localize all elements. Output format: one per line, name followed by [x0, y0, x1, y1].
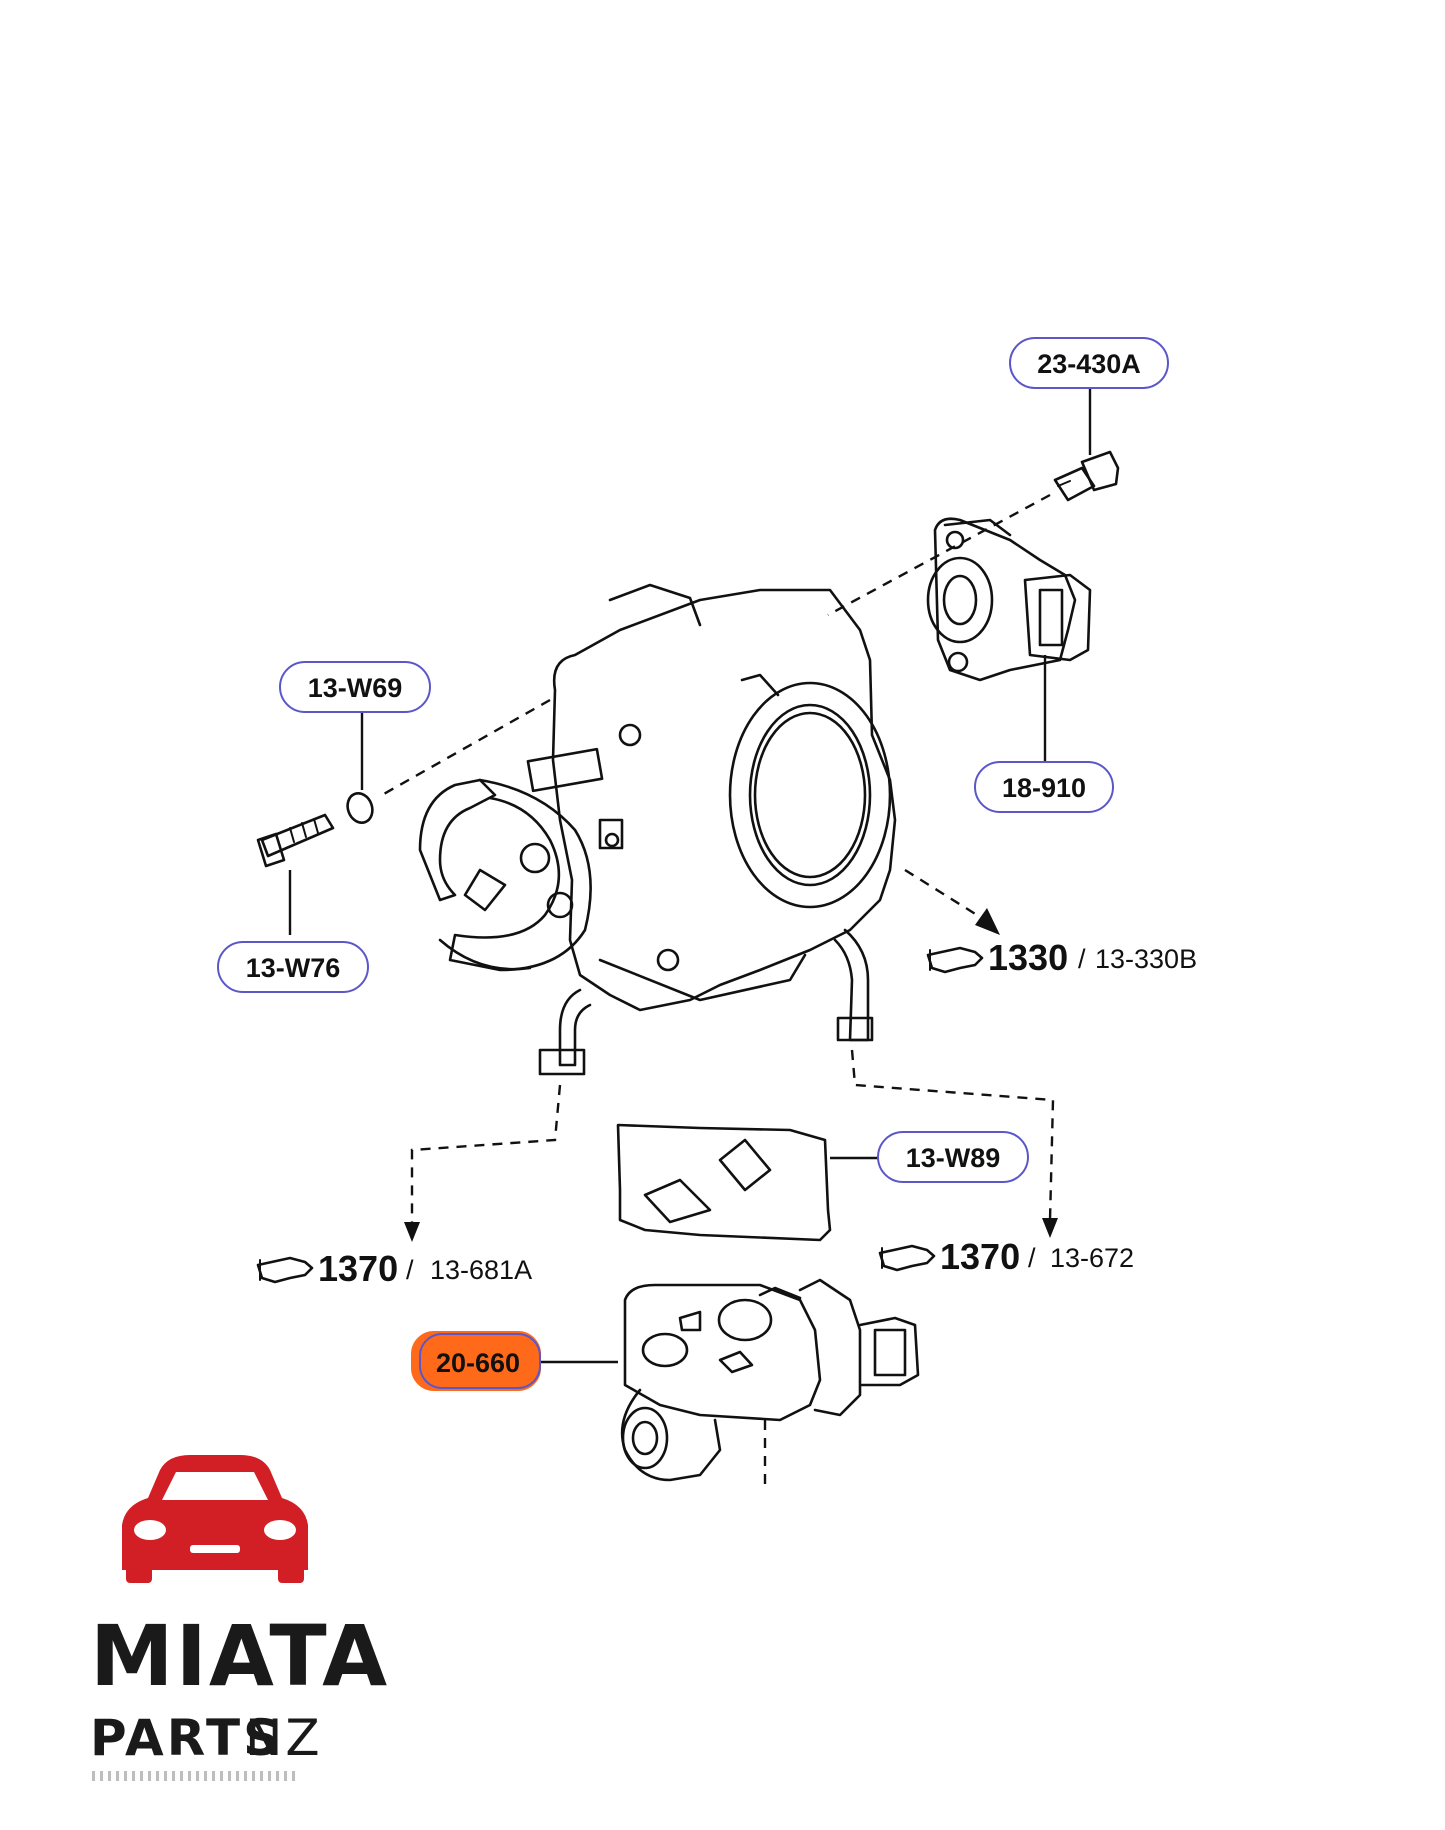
- throttle-body: [526, 583, 897, 1076]
- svg-text:/: /: [1078, 944, 1086, 974]
- svg-text:13-W69: 13-W69: [308, 673, 403, 703]
- pointing-hand-icon: [878, 1244, 936, 1272]
- o-ring: [346, 792, 374, 824]
- svg-text:13-330B: 13-330B: [1095, 944, 1197, 974]
- svg-text:NZ: NZ: [245, 1709, 323, 1767]
- ref-1330[interactable]: 1330 / 13-330B: [926, 937, 1197, 978]
- ref-1370-a[interactable]: 1370 / 13-681A: [256, 1248, 532, 1289]
- svg-text:13-681A: 13-681A: [430, 1255, 532, 1285]
- callout-20-660[interactable]: 20-660: [411, 1331, 541, 1391]
- ref-1370-b[interactable]: 1370 / 13-672: [878, 1236, 1134, 1277]
- dashed-leaders: [381, 493, 1058, 1490]
- callout-13-w69[interactable]: 13-W69: [279, 661, 431, 713]
- svg-text:23-430A: 23-430A: [1037, 349, 1141, 379]
- svg-text:MIATA: MIATA: [90, 1607, 389, 1705]
- svg-text:1370: 1370: [940, 1236, 1020, 1277]
- svg-text:13-672: 13-672: [1050, 1243, 1134, 1273]
- bolt-part: [1053, 450, 1120, 502]
- solid-leaders: [288, 388, 1092, 1364]
- callout-23-430a[interactable]: 23-430A: [1009, 337, 1169, 389]
- svg-text:PARTS: PARTS: [90, 1709, 282, 1767]
- idle-air-control-valve: [620, 1278, 920, 1482]
- svg-text:1330: 1330: [988, 937, 1068, 978]
- adjusting-screw: [256, 813, 335, 868]
- throttle-pulley: [418, 778, 592, 972]
- svg-text:20-660: 20-660: [436, 1348, 520, 1378]
- callout-13-w89[interactable]: 13-W89: [877, 1131, 1029, 1183]
- pointing-hand-icon: [926, 946, 984, 974]
- svg-text:/: /: [1028, 1243, 1036, 1273]
- callout-18-910[interactable]: 18-910: [974, 761, 1114, 813]
- callout-13-w76[interactable]: 13-W76: [217, 941, 369, 993]
- svg-text:/: /: [406, 1255, 414, 1285]
- gasket: [616, 1123, 832, 1242]
- throttle-position-sensor: [926, 517, 1092, 682]
- svg-text:13-W89: 13-W89: [906, 1143, 1001, 1173]
- svg-text:13-W76: 13-W76: [246, 953, 341, 983]
- miata-parts-nz-logo: MIATA PARTS NZ: [90, 1455, 389, 1781]
- svg-text:18-910: 18-910: [1002, 773, 1086, 803]
- car-icon: [122, 1455, 308, 1583]
- svg-text:1370: 1370: [318, 1248, 398, 1289]
- pointing-hand-icon: [256, 1256, 314, 1284]
